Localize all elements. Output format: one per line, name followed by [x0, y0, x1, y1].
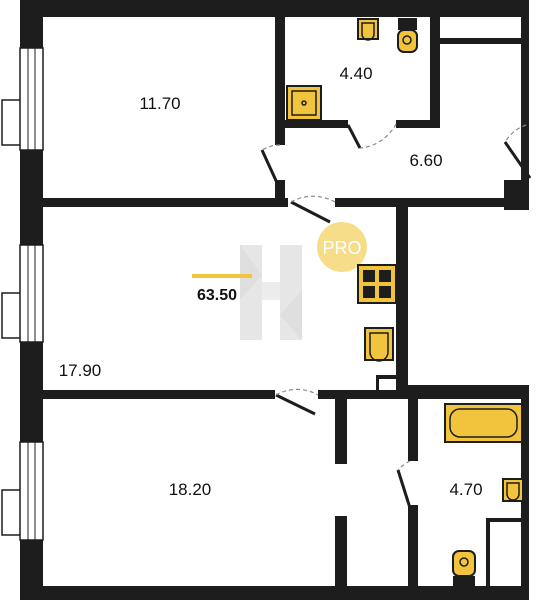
stove-icon [357, 264, 397, 304]
kitchen-sink-icon [364, 327, 394, 362]
fixtures [286, 18, 524, 586]
toilet-icon [397, 18, 418, 53]
bathtub-icon [444, 403, 523, 443]
room-area-6-60: 6.60 [409, 151, 442, 170]
pro-badge-text: PRO [322, 238, 361, 258]
pro-badge: PRO [317, 222, 367, 272]
room-area-18-20: 18.20 [169, 480, 212, 499]
walls [20, 0, 529, 600]
windows [1, 47, 44, 541]
room-area-4-40: 4.40 [339, 64, 372, 83]
total-area: 63.50 [197, 287, 237, 304]
bath-toilet-icon [452, 550, 476, 586]
room-area-11-70: 11.70 [139, 94, 180, 113]
total-accent-line [192, 274, 252, 278]
sink-icon [357, 18, 379, 41]
room-area-4-70: 4.70 [449, 480, 482, 499]
shower-icon [286, 85, 322, 121]
room-area-17-90: 17.90 [59, 361, 102, 380]
watermark-logo [240, 245, 302, 340]
doors [260, 123, 532, 509]
bath-sink-icon [502, 478, 524, 502]
